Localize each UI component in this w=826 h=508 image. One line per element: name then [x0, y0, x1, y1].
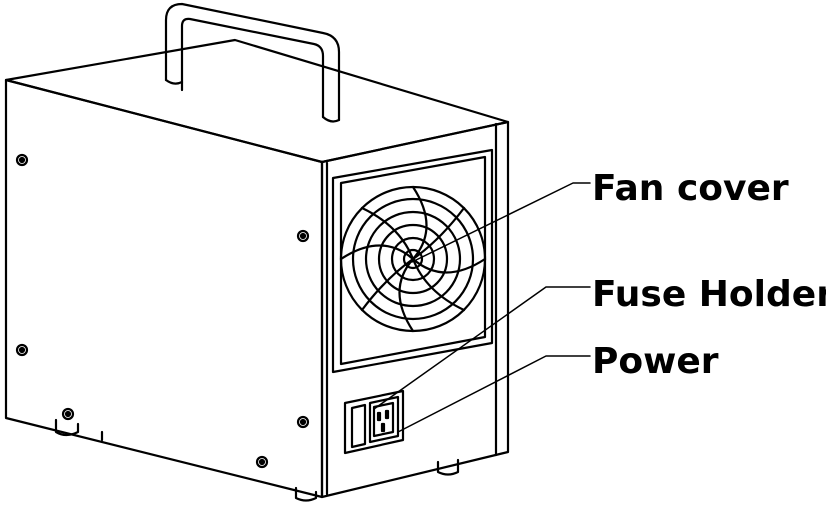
fan-cover-label: Fan cover — [592, 168, 789, 209]
side-screws — [15, 153, 310, 469]
leader-lines — [373, 182, 591, 433]
fuse-holder-leader — [373, 286, 591, 410]
housing — [4, 38, 510, 499]
carry-handle — [164, 2, 341, 123]
fan-cover-leader — [411, 182, 591, 263]
power-label: Power — [592, 341, 719, 382]
power-leader — [397, 355, 591, 433]
feet — [54, 418, 460, 502]
fuse-holder-label: Fuse Holder — [592, 274, 826, 315]
power-socket — [343, 389, 405, 455]
fan-cover — [331, 148, 494, 374]
